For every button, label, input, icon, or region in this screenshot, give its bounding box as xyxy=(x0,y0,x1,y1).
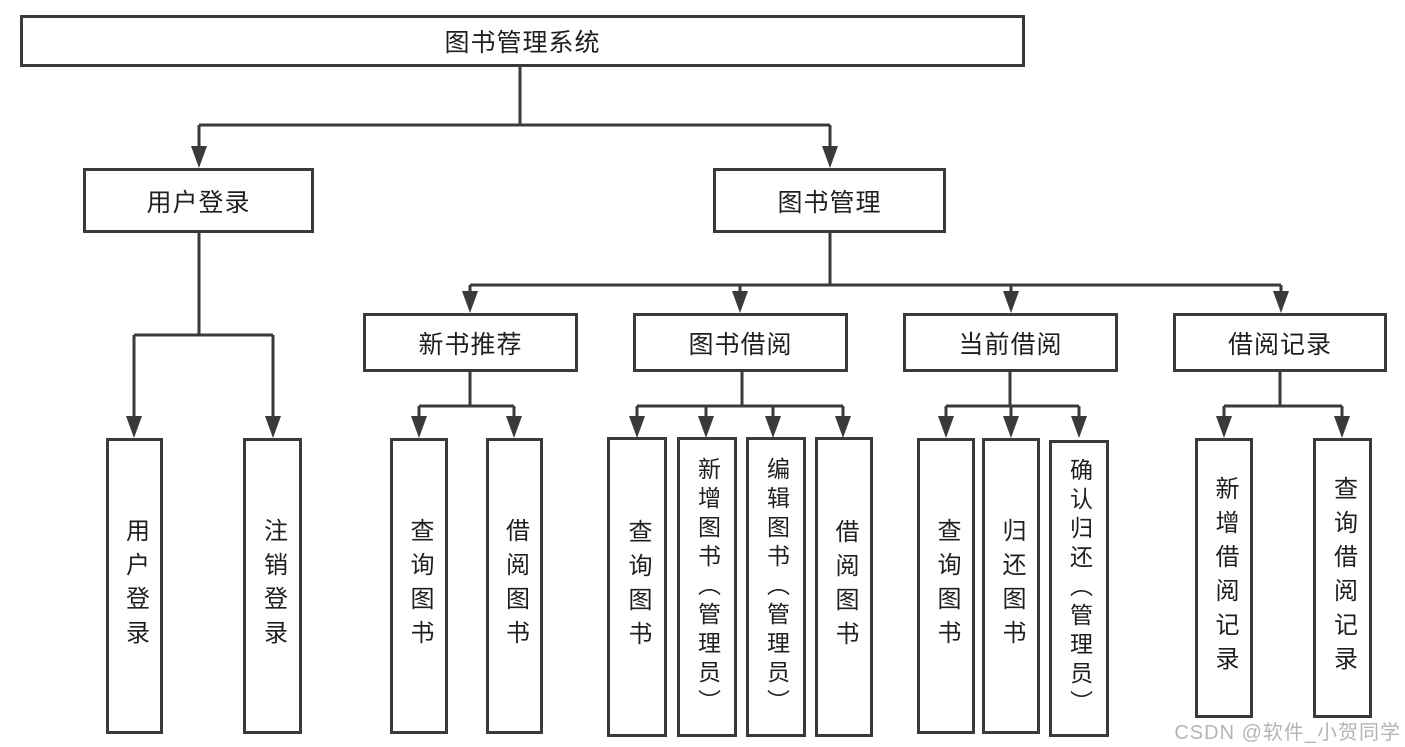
leaf-query-borrow-record: 查询借阅记录 xyxy=(1313,438,1372,718)
node-label: 查询图书 xyxy=(406,518,433,654)
node-label: 归还图书 xyxy=(998,518,1025,654)
node-user-login: 用户登录 xyxy=(83,168,314,233)
node-label: 用户登录 xyxy=(146,188,251,217)
node-label: 图书管理 xyxy=(777,188,882,217)
node-label: 确认归还（管理员） xyxy=(1066,458,1093,719)
node-label: 查询借阅记录 xyxy=(1329,476,1357,680)
leaf-borrow-books-recommend: 借阅图书 xyxy=(486,438,543,734)
leaf-add-books-admin: 新增图书（管理员） xyxy=(677,437,737,737)
node-current-borrowing: 当前借阅 xyxy=(903,313,1118,372)
leaf-borrow-books: 借阅图书 xyxy=(815,437,873,737)
leaf-add-borrow-record: 新增借阅记录 xyxy=(1195,438,1253,718)
leaf-edit-books-admin: 编辑图书（管理员） xyxy=(746,437,806,737)
node-label: 借阅记录 xyxy=(1227,330,1332,359)
node-book-borrowing: 图书借阅 xyxy=(633,313,848,372)
node-label: 编辑图书（管理员） xyxy=(763,456,790,718)
node-label: 新增借阅记录 xyxy=(1211,476,1238,680)
csdn-watermark: CSDN @软件_小贺同学 xyxy=(1174,722,1401,744)
node-label: 新书推荐 xyxy=(418,330,523,359)
leaf-query-books-recommend: 查询图书 xyxy=(390,438,448,734)
node-label: 图书借阅 xyxy=(688,330,793,359)
leaf-user-login: 用户登录 xyxy=(106,438,163,734)
node-label: 新增图书（管理员） xyxy=(694,456,721,718)
node-label: 注销登录 xyxy=(259,518,287,654)
leaf-query-books-current: 查询图书 xyxy=(917,438,975,734)
node-label: 图书管理系统 xyxy=(444,29,601,57)
node-label: 查询图书 xyxy=(933,518,960,654)
node-label: 借阅图书 xyxy=(831,519,858,655)
node-borrowing-records: 借阅记录 xyxy=(1173,313,1387,372)
node-label: 用户登录 xyxy=(121,518,149,654)
node-book-management: 图书管理 xyxy=(713,168,946,233)
node-new-book-recommend: 新书推荐 xyxy=(363,313,578,372)
node-library-management-system: 图书管理系统 xyxy=(20,15,1025,67)
leaf-query-books-borrowing: 查询图书 xyxy=(607,437,667,737)
node-label: 查询图书 xyxy=(624,519,651,655)
node-label: 当前借阅 xyxy=(958,330,1063,359)
node-label: 借阅图书 xyxy=(501,518,529,654)
leaf-logout: 注销登录 xyxy=(243,438,302,734)
leaf-return-books: 归还图书 xyxy=(982,438,1040,734)
leaf-confirm-return-admin: 确认归还（管理员） xyxy=(1049,440,1109,737)
